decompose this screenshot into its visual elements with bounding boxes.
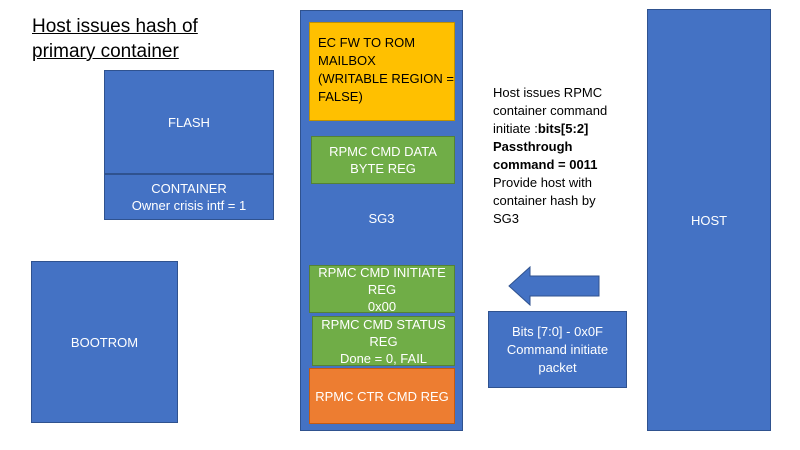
mailbox-line-2: MAILBOX [318,53,376,68]
cmd-data-line-2: BYTE REG [350,161,416,176]
cmd-status-value: Done = 0, FAIL [339,350,428,366]
flash-block: FLASH [104,70,274,174]
cmd-status-line-2: REG [369,333,398,349]
cmd-data-line-1: RPMC CMD DATA [329,144,437,159]
rpmc-cmd-data-register: RPMC CMD DATA BYTE REG [311,136,455,184]
left-arrow-icon [508,266,600,306]
cmd-initiate-line-1: RPMC CMD INITIATE [318,264,446,280]
flash-label: FLASH [168,114,210,130]
packet-line-2: Command initiate [506,341,609,357]
mailbox-line-4: FALSE) [318,89,363,104]
sg3-label: SG3 [368,210,395,226]
container-title: CONTAINER [151,181,227,196]
cmd-status-line-1: RPMC CMD STATUS [321,316,446,332]
rpmc-cmd-initiate-register: RPMC CMD INITIATE REG 0x00 [309,264,455,314]
page-title: Host issues hash of primary container [32,16,198,62]
mailbox-line-1: EC FW TO ROM [318,35,416,50]
host-block: HOST [647,9,771,431]
rpmc-cmd-status-register: RPMC CMD STATUS REG Done = 0, FAIL [312,316,455,366]
ctr-cmd-label: RPMC CTR CMD REG [315,388,449,404]
bootrom-label: BOOTROM [70,334,139,350]
note-line-8: SG3 [493,211,520,226]
container-block: CONTAINER Owner crisis intf = 1 [104,174,274,220]
host-command-note: Host issues RPMC container command initi… [493,84,643,228]
packet-line-1: Bits [7:0] - 0x0F [511,323,604,339]
container-owner-crisis: Owner crisis intf = 1 [131,198,247,213]
cmd-initiate-line-2: REG [367,281,397,297]
note-line-4: Passthrough [493,139,573,154]
note-line-6: Provide host with [493,175,592,190]
cmd-initiate-value: 0x00 [367,298,397,314]
note-line-3: initiate :bits[5:2] [493,121,589,136]
note-line-5: command = 0011 [493,157,598,172]
rpmc-ctr-cmd-register: RPMC CTR CMD REG [309,368,455,424]
mailbox-line-3: (WRITABLE REGION = [318,71,454,86]
note-line-1: Host issues RPMC [493,85,603,100]
note-line-7: container hash by [493,193,596,208]
bootrom-block: BOOTROM [31,261,178,423]
host-label: HOST [690,212,728,228]
packet-line-3: packet [538,359,577,375]
command-initiate-packet: Bits [7:0] - 0x0F Command initiate packe… [488,311,627,388]
note-line-2: container command [493,103,608,118]
mailbox-register: EC FW TO ROM MAILBOX (WRITABLE REGION = … [309,22,455,121]
